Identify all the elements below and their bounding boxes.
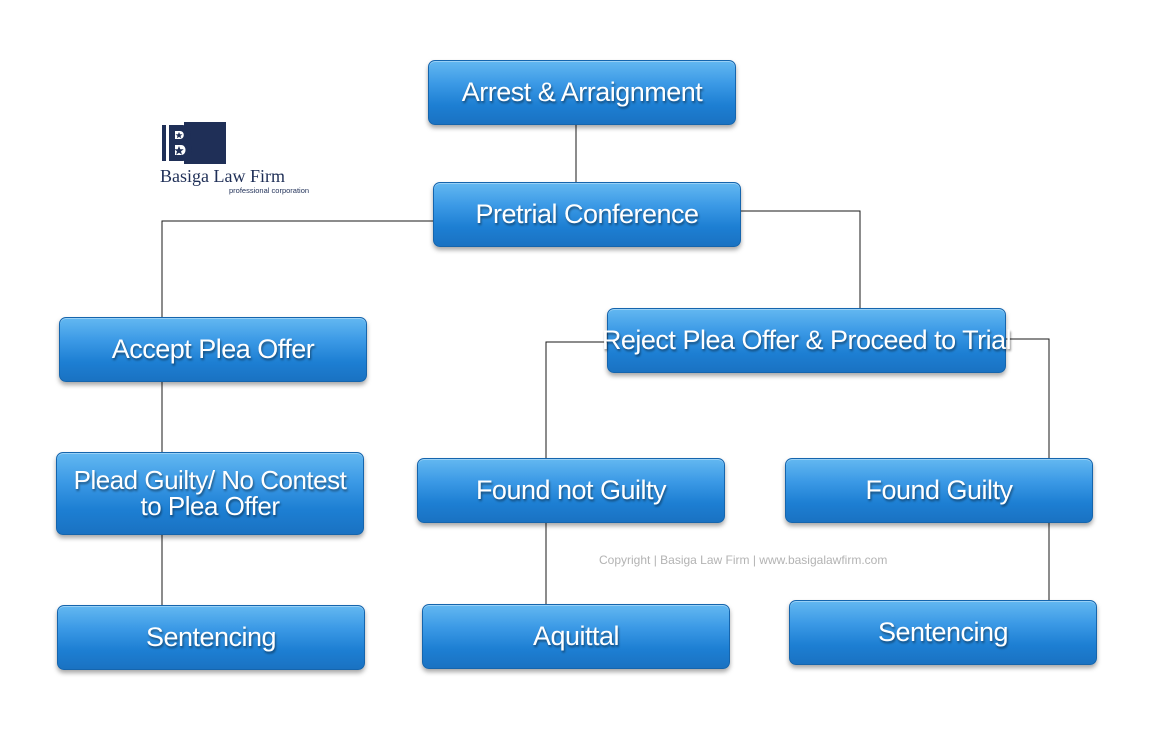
node-found-guilty: Found Guilty	[785, 458, 1093, 523]
copyright-text: Copyright | Basiga Law Firm | www.basiga…	[599, 553, 888, 567]
node-plead-guilty: Plead Guilty/ No Contest to Plea Offer	[56, 452, 364, 535]
connector-reject-guilty	[1006, 338, 1050, 458]
node-arrest-arraignment: Arrest & Arraignment	[428, 60, 736, 125]
node-plead-guilty-line1: Plead Guilty/ No Contest	[73, 465, 347, 496]
logo-firm-name: Basiga Law Firm	[160, 166, 285, 186]
connector-pretrial-reject	[741, 210, 861, 308]
connector-pretrial-accept	[161, 220, 434, 318]
node-plead-guilty-line2: to Plea Offer	[140, 490, 280, 521]
node-acquittal: Aquittal	[422, 604, 730, 669]
logo-mark-icon	[162, 122, 226, 164]
node-found-not-guilty: Found not Guilty	[417, 458, 725, 523]
node-sentencing-left: Sentencing	[57, 605, 365, 670]
node-reject-plea-offer: Reject Plea Offer & Proceed to Trial	[602, 308, 1012, 373]
connector-reject-notguilty	[545, 341, 608, 458]
logo-tagline: professional corporation	[229, 186, 310, 195]
node-pretrial-conference: Pretrial Conference	[433, 182, 741, 247]
node-sentencing-right: Sentencing	[789, 600, 1097, 665]
node-accept-plea-offer: Accept Plea Offer	[59, 317, 367, 382]
basiga-logo: Basiga Law Firm professional corporation	[160, 122, 330, 197]
